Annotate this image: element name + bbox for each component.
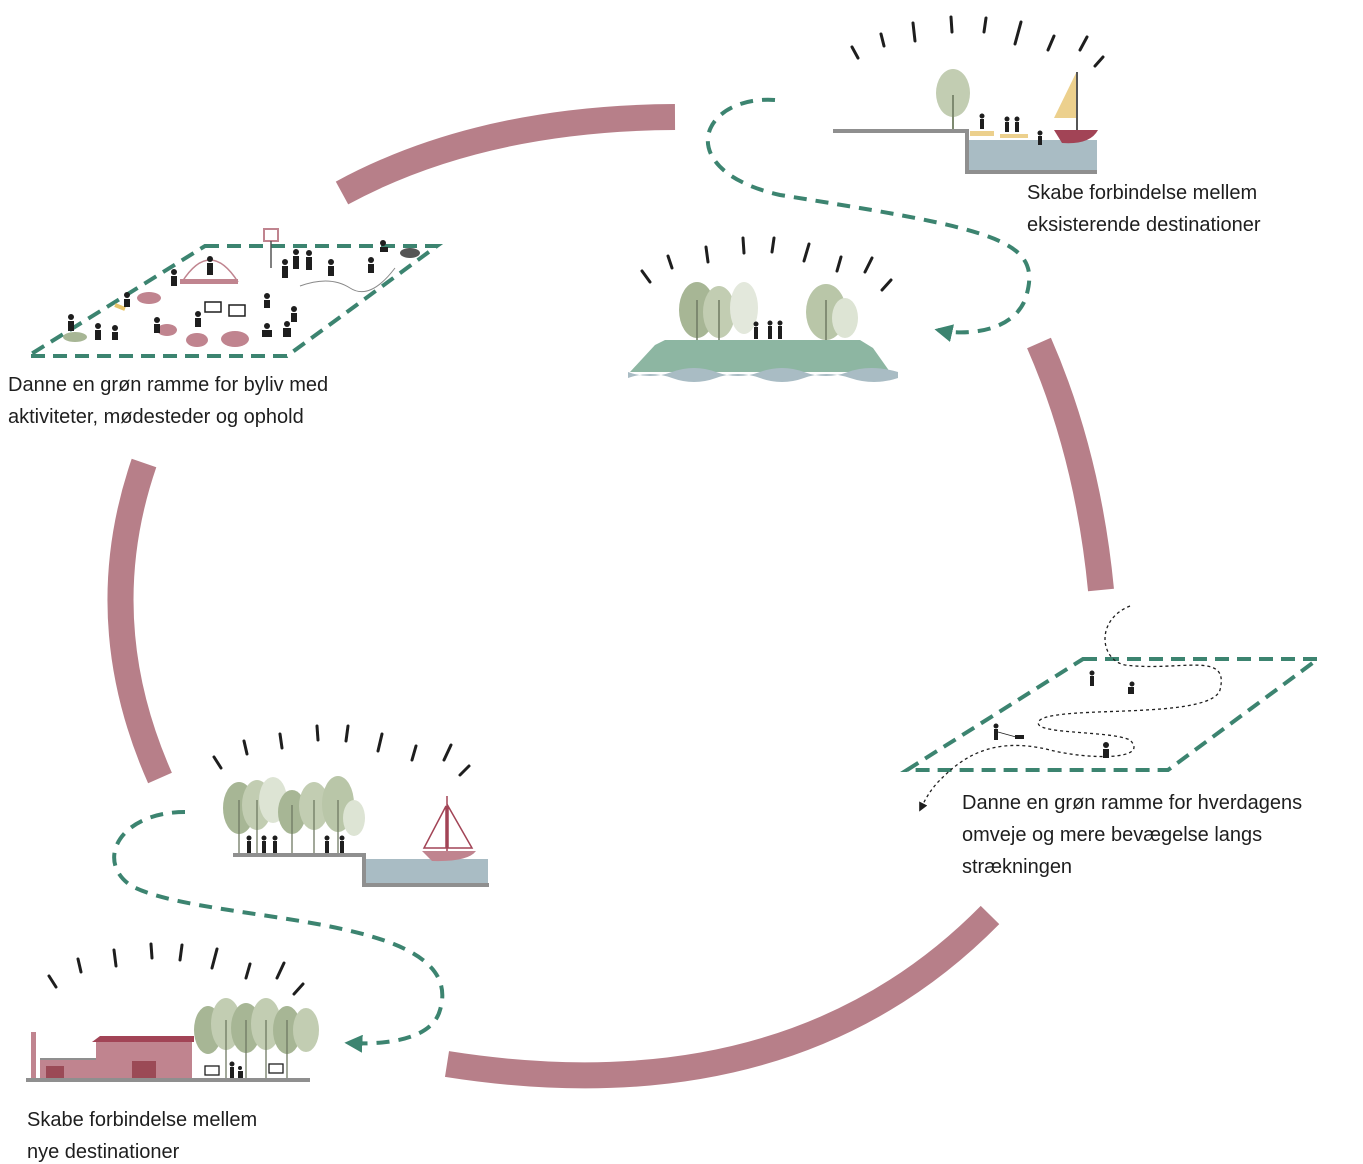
label-everyday-movement-line1: Danne en grøn ramme for hverdagens	[962, 792, 1303, 814]
label-new-destinations-line2: nye destinationer	[27, 1141, 180, 1163]
dashed-connectors	[112, 97, 1032, 1053]
island-illustration	[628, 236, 898, 382]
label-everyday-movement: Danne en grøn ramme for hverdagens omvej…	[962, 787, 1302, 883]
label-city-life-frame: Danne en grøn ramme for byliv med aktivi…	[8, 369, 328, 433]
waterfront-trees-illustration	[212, 724, 489, 887]
connector-top	[705, 97, 1032, 342]
label-new-destinations: Skabe forbindelse mellem nye destination…	[27, 1104, 257, 1164]
ring-arc-right-upper	[1027, 337, 1114, 592]
buildings-illustration	[26, 942, 319, 1082]
cycle-ring	[107, 104, 1114, 1089]
label-everyday-movement-line3: strækningen	[962, 856, 1073, 878]
label-city-life-frame-line2: aktiviteter, mødesteder og ophold	[8, 406, 304, 428]
label-city-life-frame-line1: Danne en grøn ramme for byliv med	[8, 374, 329, 396]
label-existing-destinations-line1: Skabe forbindelse mellem	[1027, 182, 1258, 204]
movement-route-illustration	[900, 605, 1325, 812]
ring-arc-bottom-right	[444, 905, 1000, 1089]
plaza-activities-illustration	[20, 228, 444, 358]
label-existing-destinations: Skabe forbindelse mellem eksisterende de…	[1027, 177, 1260, 241]
label-everyday-movement-line2: omveje og mere bevægelse langs	[962, 824, 1263, 846]
ring-arc-top	[335, 104, 676, 205]
harbor-illustration	[833, 15, 1105, 174]
label-existing-destinations-line2: eksisterende destinationer	[1027, 214, 1261, 236]
ring-arc-left	[107, 458, 172, 784]
label-new-destinations-line1: Skabe forbindelse mellem	[27, 1109, 258, 1131]
connector-bottom	[112, 810, 445, 1053]
